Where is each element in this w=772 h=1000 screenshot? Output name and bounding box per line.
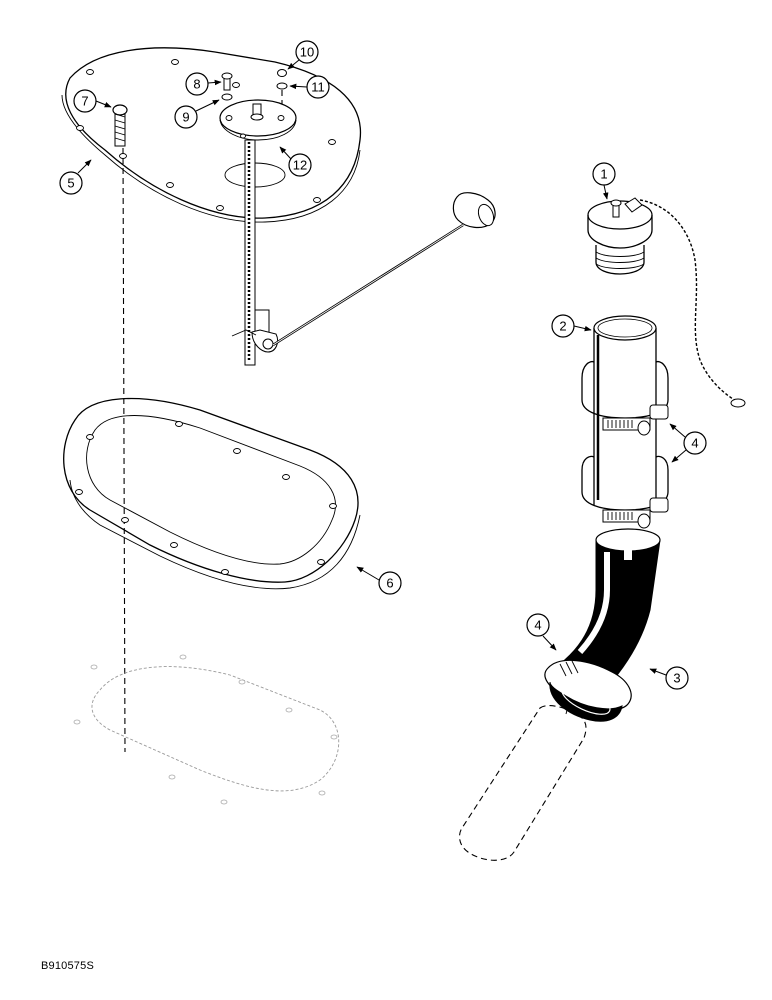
hose-clamp-bottom (544, 659, 632, 722)
fuel-level-sender (219, 99, 496, 366)
filler-cap (587, 197, 653, 275)
callout-2: 2 (559, 319, 566, 334)
callout-8: 8 (193, 77, 200, 92)
washer (221, 93, 233, 101)
callout-1: 1 (600, 167, 607, 182)
callout-3: 3 (673, 671, 680, 686)
tank-opening-outline (73, 654, 340, 805)
callout-12: 12 (293, 158, 307, 173)
filler-tube (593, 315, 657, 508)
cover-plate (61, 47, 362, 223)
cap-chain (639, 199, 739, 403)
hose-clamp-lower (581, 455, 669, 529)
cover-plate-holes (76, 59, 336, 211)
alignment-line (122, 147, 126, 753)
screw (221, 72, 233, 101)
gasket-holes (75, 421, 337, 575)
chain-ring (730, 398, 746, 408)
hose-elbow (544, 528, 661, 722)
callout-7: 7 (81, 94, 88, 109)
nut-and-lockwasher (276, 69, 288, 112)
bolt (112, 104, 128, 147)
callouts: 1 2 4 4 3 5 6 7 8 9 (59, 40, 707, 690)
hose-clamp-upper (581, 360, 669, 436)
gasket (63, 397, 361, 590)
callout-4-lower: 4 (534, 618, 541, 633)
tank-neck-outline (458, 705, 587, 861)
figure-id: B910575S (41, 960, 94, 972)
callout-4-upper: 4 (691, 436, 698, 451)
callout-5: 5 (67, 176, 74, 191)
callout-11: 11 (311, 80, 325, 95)
callout-10: 10 (300, 45, 314, 60)
callout-6: 6 (386, 576, 393, 591)
callout-9: 9 (182, 110, 189, 125)
